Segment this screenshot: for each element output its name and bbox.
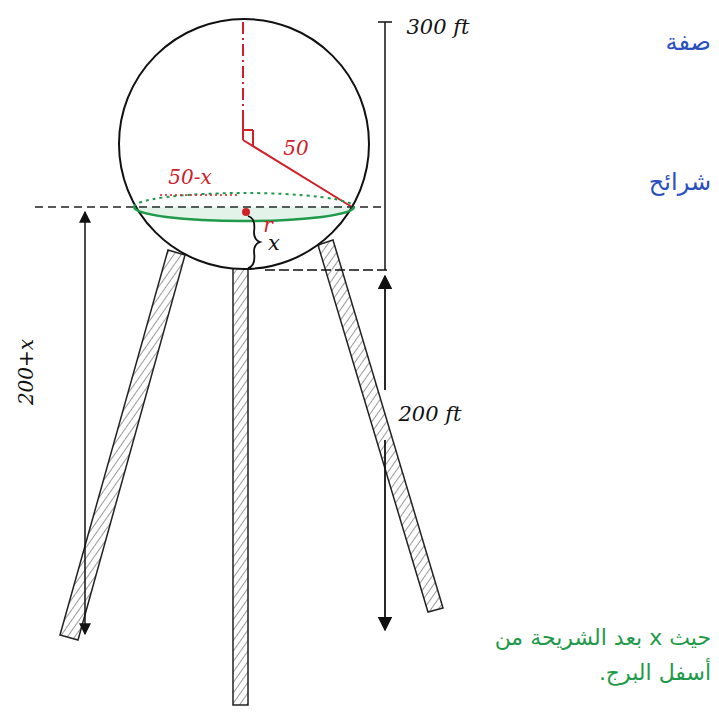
brace bbox=[248, 216, 260, 268]
right-angle bbox=[243, 129, 253, 131]
dimension-line bbox=[265, 269, 390, 271]
dimension-arrow bbox=[384, 440, 386, 630]
tower-leg bbox=[60, 250, 185, 640]
note-text: شرائح bbox=[649, 169, 711, 195]
center-dot bbox=[242, 208, 250, 216]
dimension-arrow bbox=[384, 276, 386, 390]
height-label: 300 ft bbox=[407, 16, 470, 39]
dimension-label: 200 ft bbox=[399, 403, 462, 426]
dimension-line bbox=[384, 22, 386, 270]
note-text: صفة bbox=[666, 29, 711, 55]
slice-ellipse-back bbox=[134, 193, 354, 207]
height-variable-label: x bbox=[268, 232, 280, 255]
note-text: حيث x بعد الشريحة من أسفل البرج. bbox=[476, 620, 711, 690]
dimension-arrow bbox=[84, 212, 86, 634]
tank-sphere bbox=[119, 19, 369, 269]
axis-line bbox=[242, 22, 244, 138]
distance-label: 50-x bbox=[168, 166, 212, 188]
right-angle bbox=[252, 130, 254, 146]
slice-ellipse-front bbox=[134, 207, 354, 221]
radius-label: 50 bbox=[283, 137, 308, 159]
tower-leg bbox=[233, 265, 248, 705]
slice-radius-dotted bbox=[160, 194, 240, 196]
dimension-label: 200+x bbox=[15, 339, 37, 405]
